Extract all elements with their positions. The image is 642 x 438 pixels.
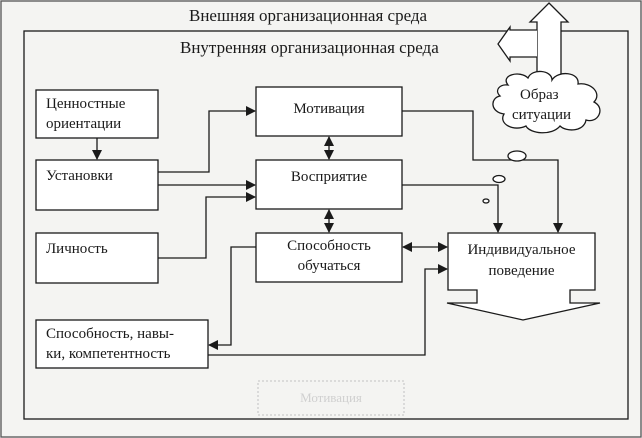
outer-environment-title: Внешняя организационная среда: [189, 6, 428, 25]
inner-environment-frame: [23, 30, 629, 420]
arrow-attitudes-to-motivation: [158, 106, 256, 173]
faded-box-label: Мотивация: [300, 390, 362, 405]
box-perception: [255, 159, 403, 210]
box-attitudes: [35, 159, 159, 211]
faded-box: [257, 380, 405, 416]
box-values: [35, 89, 159, 139]
cloud-situation-image: [492, 70, 601, 134]
thought-bubble: [482, 198, 490, 204]
box-learning-line1: Способность: [287, 238, 371, 254]
box-perception-label: Восприятие: [290, 169, 368, 185]
thought-bubble: [507, 150, 527, 162]
box-behavior: [446, 232, 601, 321]
thought-bubble: [492, 174, 506, 184]
box-values-line2: ориентации: [46, 116, 122, 132]
box-attitudes-label: Установки: [46, 168, 113, 184]
box-learning-line2: обучаться: [297, 258, 361, 274]
left-arrow-icon: [497, 24, 537, 64]
box-skills-line2: ки, компетентность: [46, 346, 171, 362]
box-values-line1: Ценностные: [46, 96, 126, 112]
box-skills-line1: Способность, навы-: [46, 326, 174, 342]
arrow-personality-to-perception: [158, 192, 256, 259]
arrow-perception-to-behavior: [402, 184, 503, 233]
box-behavior-line1: Индивидуальное: [467, 242, 576, 258]
box-personality-label: Личность: [46, 241, 108, 257]
box-behavior-line2: поведение: [488, 263, 555, 279]
box-learning: [255, 232, 403, 283]
box-personality: [35, 232, 159, 284]
arrow-learning-to-skills: [208, 246, 256, 350]
inner-environment-title: Внутренняя организационная среда: [180, 38, 439, 57]
arrow-motivation-to-behavior: [402, 110, 563, 233]
box-motivation-label: Мотивация: [293, 101, 365, 117]
box-skills: [35, 319, 209, 369]
box-motivation: [255, 86, 403, 137]
cloud-line2: ситуации: [512, 107, 572, 123]
arrow-skills-to-behavior: [208, 264, 448, 356]
cloud-line1: Образ: [520, 87, 559, 103]
